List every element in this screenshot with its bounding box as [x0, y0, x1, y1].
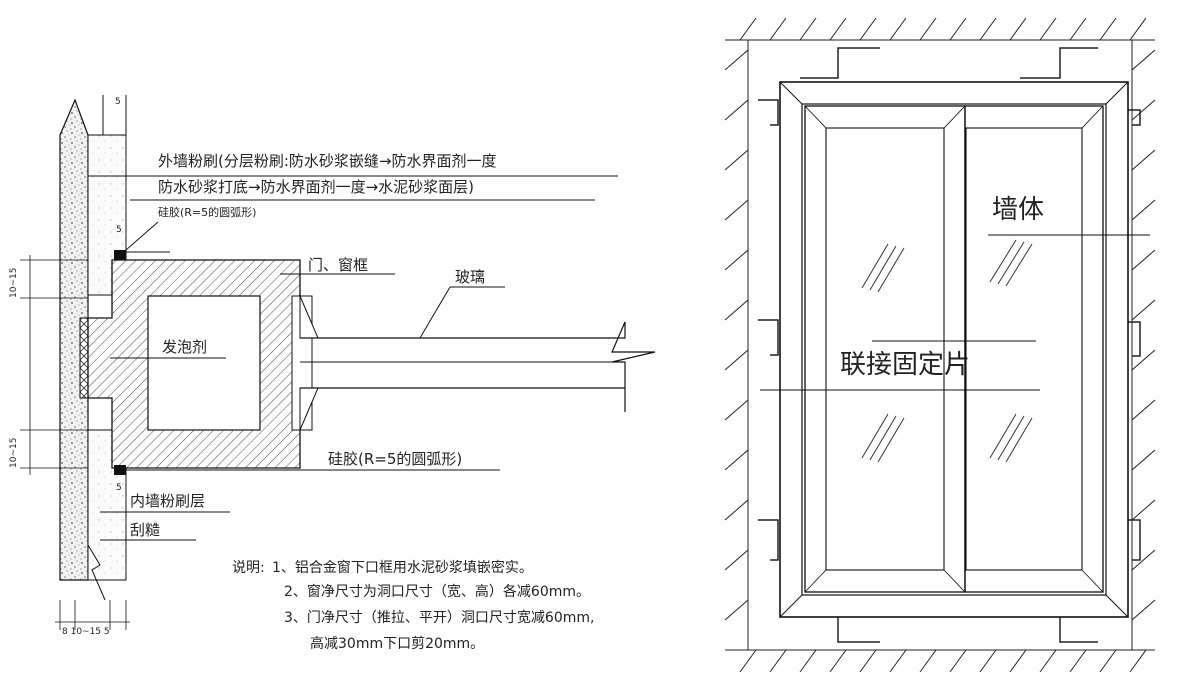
frame-miter-br — [1105, 594, 1129, 618]
window-outer-frame — [779, 81, 1129, 618]
glass-reflection-marks — [861, 239, 1033, 463]
section-detail: 5 5 5 10~15 10~15 8 10~15 5 — [9, 95, 656, 652]
note-item-1: 1、铝合金窗下口框用水泥砂浆填嵌密实。 — [272, 559, 533, 576]
label-connector: 联接固定片 — [840, 350, 970, 380]
frame-hollow — [147, 295, 261, 431]
frame-miter-bl — [779, 594, 803, 618]
label-sealant-bottom: 硅胶(R=5的圆弧形) — [328, 450, 462, 468]
wall-hatching — [724, 17, 1156, 673]
window-elevation: 墙体 联接固定片 — [724, 17, 1156, 673]
note-item-4: 高减30mm下口剪20mm。 — [310, 635, 484, 652]
sealant-bottom-blob — [114, 465, 126, 475]
leader-glass — [419, 286, 451, 339]
note-item-2: 2、窗净尺寸为洞口尺寸（宽、高）各减60mm。 — [284, 583, 590, 600]
glass-pane — [300, 321, 656, 412]
frame-miter-tl — [779, 81, 803, 105]
dim-left-lower: 10~15 — [9, 438, 19, 468]
frame-miter-tr — [1105, 81, 1129, 105]
dim-left-upper: 10~15 — [9, 268, 19, 298]
label-exterior-plaster-line1: 外墙粉刷(分层粉刷:防水砂浆嵌缝→防水界面剂一度 — [158, 152, 496, 170]
window-frame-inset — [801, 103, 1107, 596]
right-sash-glass — [965, 127, 1083, 571]
right-sash — [964, 105, 1104, 593]
break-line-bottom — [87, 544, 106, 601]
sealant-top-blob — [114, 250, 126, 260]
label-door-window-frame: 门、窗框 — [308, 256, 368, 274]
label-foam: 发泡剂 — [162, 338, 207, 356]
dim-top-small: 5 — [115, 97, 121, 107]
label-scraped-rough: 刮糙 — [130, 521, 160, 539]
note-item-3: 3、门净尺寸（推拉、平开）洞口尺寸宽减60mm, — [284, 609, 594, 626]
leader-sealant-top — [125, 221, 159, 251]
notes-prefix: 说明: — [232, 560, 265, 576]
label-interior-plaster: 内墙粉刷层 — [130, 492, 205, 510]
label-wall: 墙体 — [992, 195, 1044, 225]
dim-sealant-bottom: 5 — [116, 483, 122, 493]
dim-sealant-top: 5 — [116, 225, 122, 235]
notes-block: 说明: 1、铝合金窗下口框用水泥砂浆填嵌密实。 2、窗净尺寸为洞口尺寸（宽、高）… — [232, 559, 594, 652]
label-glass: 玻璃 — [455, 268, 485, 286]
dim-bottom-row: 8 10~15 5 — [62, 627, 110, 637]
label-sealant-top: 硅胶(R=5的圆弧形) — [158, 205, 256, 219]
label-exterior-plaster-line2: 防水砂浆打底→防水界面剂一度→水泥砂浆面层) — [158, 178, 474, 196]
left-sash-glass — [825, 127, 945, 571]
